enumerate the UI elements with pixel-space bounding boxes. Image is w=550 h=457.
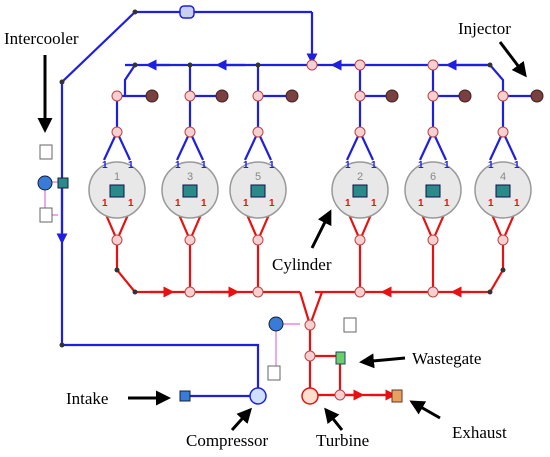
- intake-port-number: 1: [418, 160, 424, 171]
- cylinder-6: 6 1 1 1 1: [404, 160, 462, 219]
- exhaust-port-number: 1: [102, 198, 108, 209]
- intercooler-label: Intercooler: [4, 29, 79, 48]
- intake-port-number: 1: [371, 160, 377, 171]
- intercooler-block: [37, 144, 69, 223]
- turbine-icon: [301, 387, 319, 405]
- cylinder-number: 5: [255, 171, 261, 183]
- wastegate-icon: [335, 351, 346, 365]
- turbine-label: Turbine: [316, 431, 369, 450]
- annotation-arrows: [37, 41, 527, 432]
- exhaust-port-number: 1: [345, 198, 351, 209]
- valve-markers: [59, 9, 509, 401]
- intake-port-number: 1: [269, 160, 275, 171]
- intake-label: Intake: [66, 389, 108, 408]
- cylinder-2: 2 1 1 1 1: [331, 160, 389, 219]
- cylinder-5: 5 1 1 1 1: [229, 160, 287, 219]
- exhaust-port-number: 1: [514, 198, 520, 209]
- cylinder-number: 6: [430, 171, 436, 183]
- cylinder-1: 1 1 1 1 1: [88, 160, 146, 219]
- turbo-controller-icon: [267, 316, 357, 381]
- exhaust-port-number: 1: [175, 198, 181, 209]
- wastegate-label: Wastegate: [412, 349, 481, 368]
- intake-port-number: 1: [128, 160, 134, 171]
- intake-duct: [179, 5, 195, 19]
- intake-port-number: 1: [345, 160, 351, 171]
- exhaust-label: Exhaust: [452, 423, 507, 442]
- cylinder-number: 1: [114, 171, 120, 183]
- cylinder-4: 4 1 1 1 1: [474, 160, 532, 219]
- intake-port-number: 1: [102, 160, 108, 171]
- exhaust-port-number: 1: [243, 198, 249, 209]
- exhaust-port-number: 1: [418, 198, 424, 209]
- intake-port-number: 1: [243, 160, 249, 171]
- compressor-icon: [249, 387, 267, 405]
- exhaust-port-number: 1: [128, 198, 134, 209]
- cylinder-number: 4: [500, 171, 506, 183]
- intake-port-number: 1: [175, 160, 181, 171]
- cylinder-3: 3 1 1 1 1: [161, 160, 219, 219]
- exhaust-port-number: 1: [488, 198, 494, 209]
- exhaust-port-number: 1: [444, 198, 450, 209]
- exhaust-outlet-icon: [391, 389, 403, 403]
- cylinder-label: Cylinder: [272, 255, 332, 274]
- exhaust-port-number: 1: [269, 198, 275, 209]
- compressor-label: Compressor: [186, 431, 269, 450]
- intake-port-number: 1: [514, 160, 520, 171]
- intake-inlet-icon: [179, 390, 191, 402]
- injector-icons: [145, 89, 544, 103]
- intake-port-number: 1: [488, 160, 494, 171]
- cylinder-number: 3: [187, 171, 193, 183]
- intake-port-number: 1: [444, 160, 450, 171]
- intake-port-number: 1: [201, 160, 207, 171]
- exhaust-port-number: 1: [371, 198, 377, 209]
- cylinder-number: 2: [357, 171, 363, 183]
- exhaust-port-number: 1: [201, 198, 207, 209]
- cylinders: 1 1 1 1 1 3 1 1 1 1 5 1 1 1 1 2: [88, 160, 532, 219]
- injector-label: Injector: [458, 19, 511, 38]
